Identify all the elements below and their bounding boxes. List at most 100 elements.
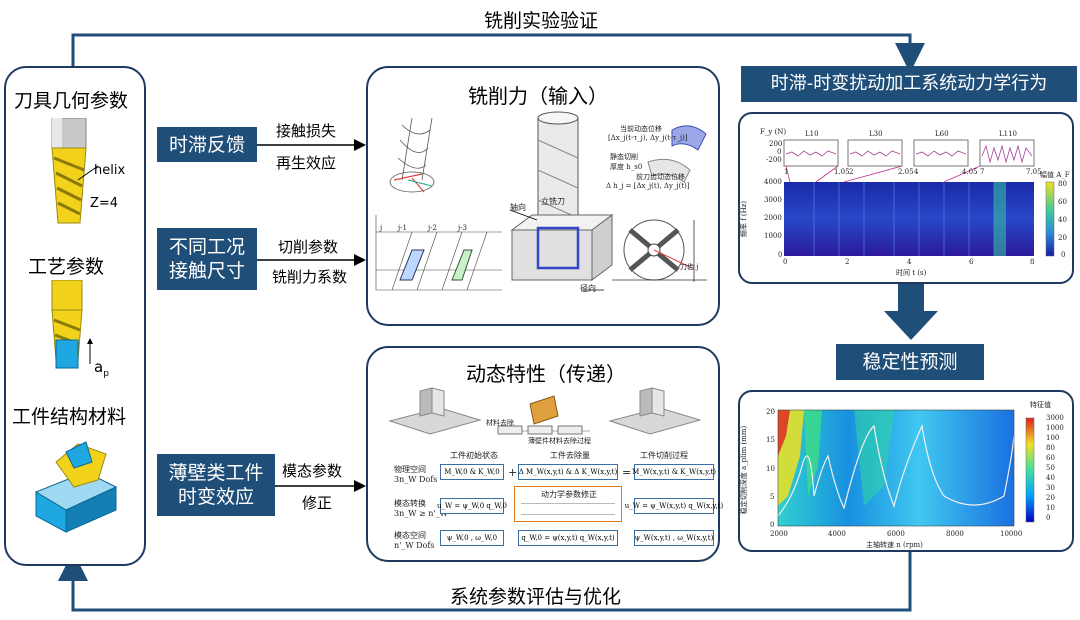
process-freq-box: ψ_W(x,y,t) , ω_W(x,y,t): [634, 530, 714, 546]
ap-label: ap: [94, 358, 109, 379]
inset-range-5: 4.05: [962, 168, 978, 176]
inset-l10: L10: [805, 130, 819, 138]
stab-ytick-10: 10: [766, 465, 775, 473]
row-physical-l1: 物理空间: [394, 465, 426, 474]
stability-predict-text: 稳定性预测: [862, 351, 958, 373]
stab-ytick-15: 15: [766, 436, 775, 444]
col-initial-label: 工件初始状态: [450, 451, 498, 460]
inset-range-4: 4: [914, 168, 919, 176]
inset-range-6: 7: [980, 168, 985, 176]
dynamic-title: 动态特性（传递）: [466, 362, 626, 386]
spec-cbar-0: 0: [1061, 251, 1066, 259]
milling-force-title: 铣削力（输入）: [468, 84, 608, 108]
ap-symbol: a: [94, 358, 104, 376]
inset-range-0: 1: [784, 168, 789, 176]
stab-ylabel: 稳定切削深度 a_plim (mm): [740, 425, 749, 515]
stability-predict-box: 稳定性预测: [836, 344, 984, 380]
spec-ylabel: 频率 f (Hz): [740, 200, 749, 238]
row-transform-l1: 模态转换: [394, 499, 426, 508]
correction-label: 修正: [302, 494, 333, 512]
thin-wall-images: [388, 387, 702, 435]
stab-cbar-0: 0: [1046, 514, 1051, 522]
equals-sign: =: [622, 466, 632, 479]
teeth-label: Z=4: [90, 196, 119, 211]
initial-modal-box: u_W = ψ_W,0 q_W,0: [437, 498, 507, 514]
modal-params-label: 模态参数: [282, 462, 343, 480]
stab-xtick-2000: 2000: [770, 530, 788, 538]
process-mk-box: M_W(x,y,t) & K_W(x,y,t): [632, 464, 716, 480]
row-modal-l2: n'_W Dofs: [394, 541, 435, 550]
bottom-feedback-label: 系统参数评估与优化: [450, 586, 622, 608]
fy-tick-0: 0: [777, 148, 782, 156]
current-disp-expr: [Δx_j(t-τ_j), Δy_j(t-τ_j)]: [608, 134, 688, 142]
process-params-label: 工艺参数: [28, 256, 105, 278]
spec-cbar-title: 幅值 A_F: [1040, 171, 1070, 179]
stab-xtick-10000: 10000: [1000, 530, 1023, 538]
current-disp-label: 当前动态位移: [620, 125, 662, 133]
spec-xtick-4: 4: [907, 258, 912, 266]
tool-geometry-label: 刀具几何参数: [14, 90, 129, 112]
radial-label: 径向: [580, 284, 596, 293]
stab-cbar-1000: 1000: [1046, 424, 1064, 432]
inset-range-3: 2.05: [898, 168, 914, 176]
row-physical-l2: 3n_W Dofs: [394, 475, 438, 484]
prev-disp-expr: Δ h_j = [Δx_j(t), Δy_j(t)]: [606, 182, 690, 190]
spec-ytick-0: 0: [778, 251, 783, 259]
spec-xtick-2: 2: [845, 258, 850, 266]
stab-cbar-title: 特征值: [1030, 401, 1051, 409]
spectrogram-chart: [783, 139, 1055, 257]
inset-l110: L110: [999, 130, 1018, 138]
delta-mk-box: Δ M_W(x,y,t) & Δ K_W(x,y,t): [518, 464, 618, 480]
inset-range-7: 7.05: [1026, 168, 1042, 176]
initial-freq-box: ψ_W,0 , ω_W,0: [440, 530, 504, 546]
stab-ytick-20: 20: [766, 408, 775, 416]
plus-sign: +: [508, 466, 518, 479]
spec-cbar-40: 40: [1058, 216, 1067, 224]
stab-xtick-8000: 8000: [946, 530, 964, 538]
top-feedback-label: 铣削实验验证: [484, 10, 599, 32]
stab-xtick-6000: 6000: [887, 530, 905, 538]
mid-freq-box: q_W,0 = ψ(x,y,t) q_W(x,y,t): [518, 530, 618, 546]
spec-xlabel: 时间 t (s): [896, 269, 927, 277]
inset-l30: L30: [869, 130, 883, 138]
flute-j1-label: j-1: [398, 224, 407, 232]
modification-title: 动力学参数修正: [541, 490, 597, 499]
fy-tick-200: 200: [769, 140, 783, 148]
ap-subscript: p: [103, 369, 109, 379]
regenerative-label: 再生效应: [276, 154, 337, 172]
prev-disp-label: 前刀齿动态位移: [636, 173, 685, 181]
delay-feedback-text: 时滞反馈: [168, 133, 245, 156]
flute-j2-label: j-2: [428, 224, 437, 232]
modification-box: 动力学参数修正: [514, 486, 622, 522]
inset-range-1: 1.05: [834, 168, 850, 176]
working-condition-box: 不同工况 接触尺寸: [157, 228, 257, 290]
spec-ytick-1000: 1000: [764, 232, 782, 240]
thin-wall-text: 薄壁类工件: [168, 462, 264, 484]
inset-l60: L60: [935, 130, 949, 138]
milling-force-diagram: [375, 111, 707, 291]
row-transform-l2: 3n_W ≥ n'_W: [394, 509, 448, 518]
stab-cbar-10: 10: [1046, 504, 1055, 512]
initial-mk-box: M_W,0 & K_W,0: [440, 464, 504, 480]
stab-cbar-20: 20: [1046, 494, 1055, 502]
spec-xtick-0: 0: [783, 258, 788, 266]
end-mill-label: 立铣刀: [541, 197, 565, 206]
spec-cbar-20: 20: [1058, 234, 1067, 242]
row-modal-l1: 模态空间: [394, 531, 426, 540]
static-thickness-l2: 厚度 h_s0: [610, 163, 643, 171]
stab-xlabel: 主轴转速 n (rpm): [866, 541, 923, 549]
thin-wall-box: 薄壁类工件 时变效应: [157, 454, 275, 516]
fy-label: F_y (N): [760, 128, 787, 136]
spec-cbar-60: 60: [1058, 198, 1067, 206]
fy-tick-n200: -200: [766, 156, 782, 164]
dynamic-panel: [366, 346, 720, 562]
flute-j3-label: j-3: [458, 224, 467, 232]
delay-feedback-box: 时滞反馈: [157, 127, 257, 162]
spec-xtick-8: 8: [1030, 258, 1035, 266]
helix-label: helix: [94, 163, 126, 178]
stab-cbar-40: 40: [1046, 474, 1055, 482]
removal-process-label: 薄壁件材料去除过程: [528, 437, 591, 445]
removal-label: 材料去除: [486, 419, 514, 427]
spec-ytick-2000: 2000: [764, 214, 782, 222]
